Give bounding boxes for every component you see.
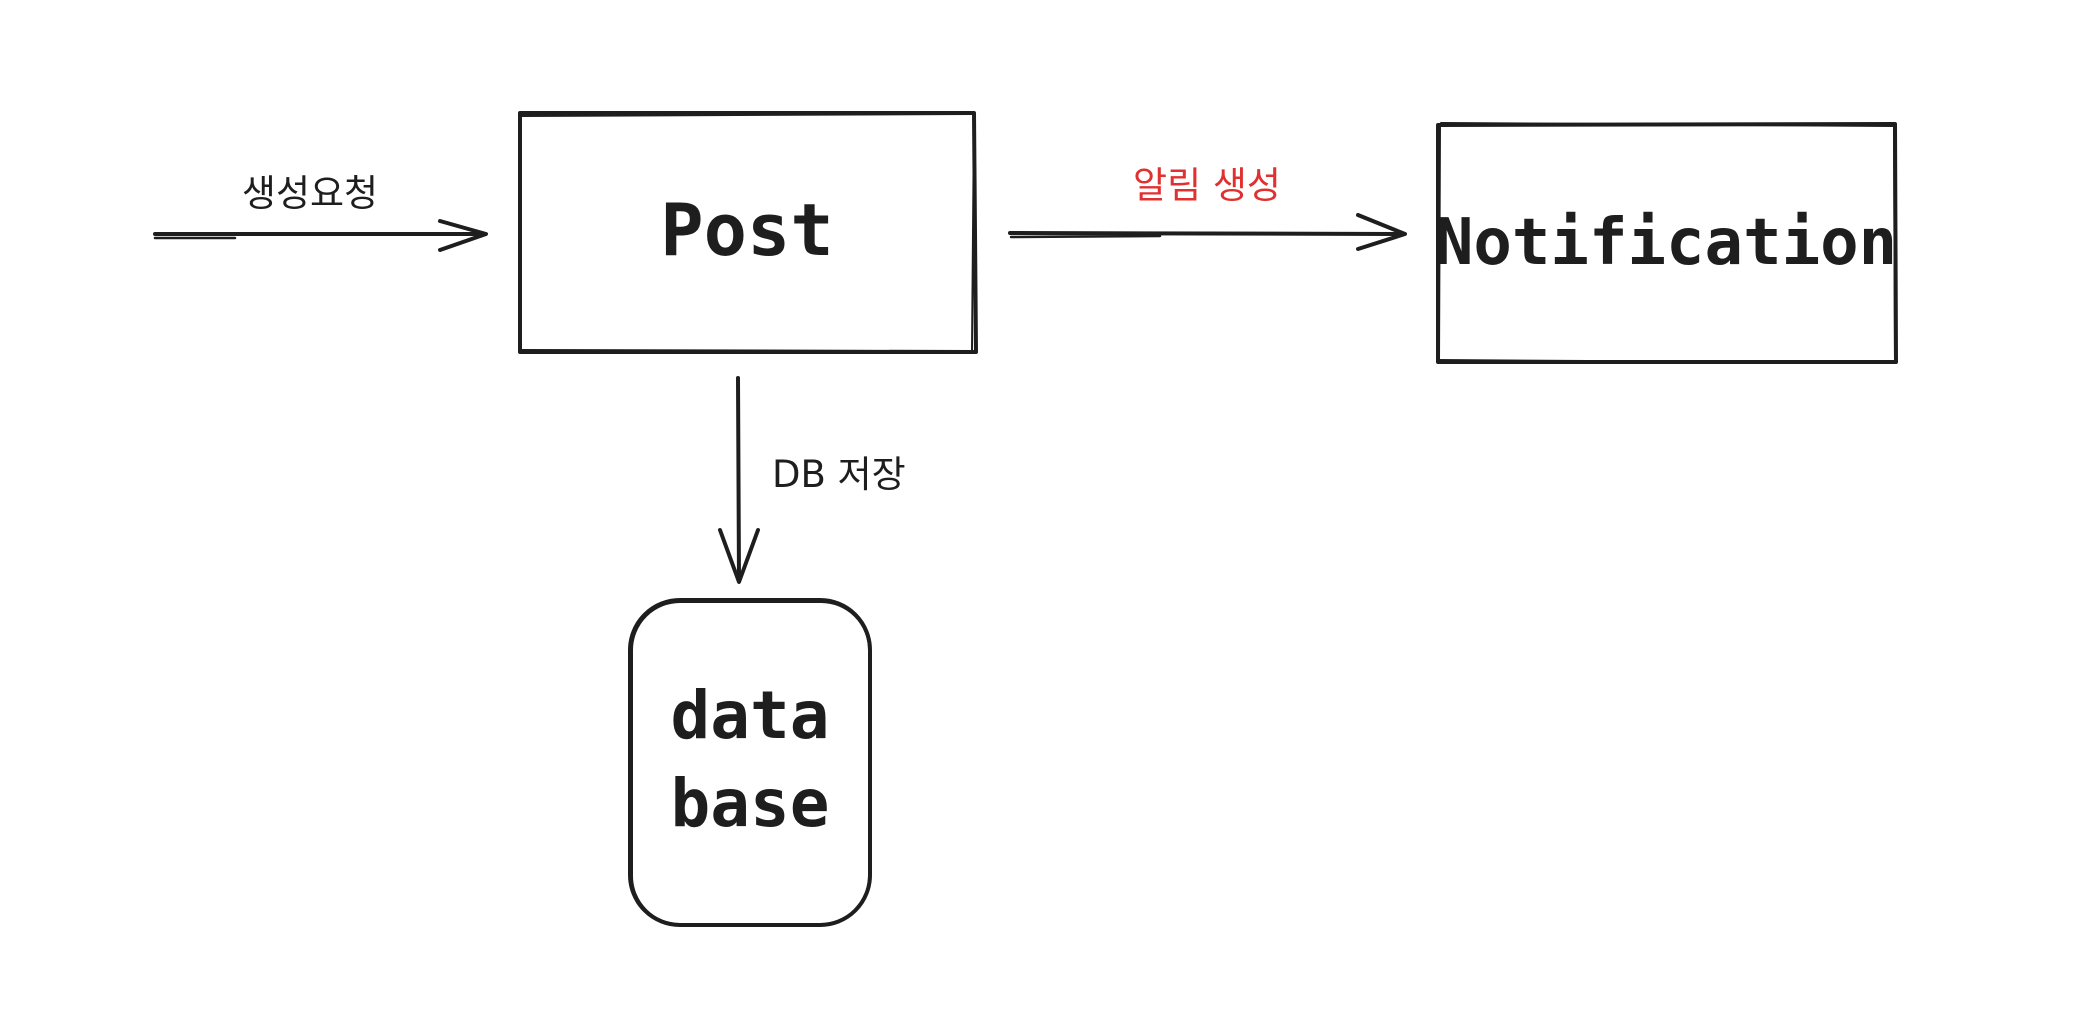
database-label-line2: base [671, 765, 830, 842]
notification-label: Notification [1435, 206, 1897, 280]
database-label-line1: data [671, 677, 830, 754]
create-request-arrow [153, 219, 488, 252]
db-save-arrow [718, 376, 760, 584]
notify-label: 알림 생성 [1133, 164, 1281, 207]
notification-node: Notification [1435, 122, 1898, 364]
post-label: Post [660, 188, 833, 272]
create-request-label: 생성요청 [242, 172, 378, 215]
notify-arrow [1008, 213, 1407, 251]
db-save-label: DB 저장 [772, 453, 906, 496]
post-node: Post [518, 111, 978, 354]
database-node: data base [628, 598, 872, 927]
